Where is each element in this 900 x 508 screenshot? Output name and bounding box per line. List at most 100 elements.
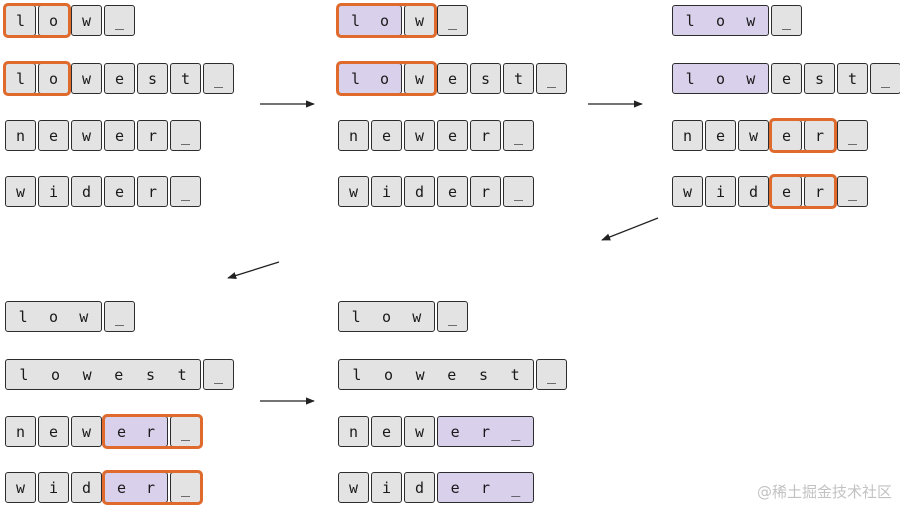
- arrow-step3-to-step4-a: [601, 217, 659, 241]
- arrow-step3-to-step4-b: [227, 261, 280, 280]
- token: _: [503, 176, 534, 207]
- token: s: [470, 63, 501, 94]
- token: n: [5, 120, 36, 151]
- token: _: [203, 63, 234, 94]
- token: e: [38, 416, 69, 447]
- token: n: [338, 120, 369, 151]
- token: d: [71, 472, 102, 503]
- token: _: [170, 120, 201, 151]
- token: w: [5, 472, 36, 503]
- token: d: [738, 176, 769, 207]
- token: i: [705, 176, 736, 207]
- token: e: [371, 120, 402, 151]
- token: _: [771, 5, 802, 36]
- token: i: [38, 176, 69, 207]
- token: w: [404, 120, 435, 151]
- token: n: [5, 416, 36, 447]
- token: s: [137, 63, 168, 94]
- token: _: [837, 120, 868, 151]
- token: w: [338, 472, 369, 503]
- token: _: [437, 301, 468, 332]
- token: w: [738, 120, 769, 151]
- token: _: [170, 416, 201, 447]
- token: e: [771, 176, 802, 207]
- token: _: [870, 63, 900, 94]
- token: r: [470, 120, 501, 151]
- token: _: [104, 301, 135, 332]
- token: n: [672, 120, 703, 151]
- token: t: [170, 63, 201, 94]
- token: w: [71, 416, 102, 447]
- token: w: [404, 416, 435, 447]
- token: _: [536, 63, 567, 94]
- token: n: [338, 416, 369, 447]
- token: e: [104, 63, 135, 94]
- token: r: [137, 176, 168, 207]
- token: d: [71, 176, 102, 207]
- token: w: [71, 63, 102, 94]
- token: _: [437, 5, 468, 36]
- token: e: [104, 120, 135, 151]
- token: o: [38, 63, 69, 94]
- token: _: [170, 176, 201, 207]
- token: e: [771, 63, 802, 94]
- token: e: [437, 120, 468, 151]
- token: _: [536, 359, 567, 390]
- token: e: [38, 120, 69, 151]
- token: i: [371, 472, 402, 503]
- token: w: [672, 176, 703, 207]
- token: _: [837, 176, 868, 207]
- token: d: [404, 176, 435, 207]
- token: t: [503, 63, 534, 94]
- watermark: @稀土掘金技术社区: [756, 483, 892, 501]
- token: _: [104, 5, 135, 36]
- token: s: [804, 63, 835, 94]
- token: w: [5, 176, 36, 207]
- token: t: [837, 63, 868, 94]
- token: _: [203, 359, 234, 390]
- token: w: [71, 5, 102, 36]
- token: e: [771, 120, 802, 151]
- token: r: [470, 176, 501, 207]
- token: w: [71, 120, 102, 151]
- token: r: [137, 120, 168, 151]
- token: e: [437, 176, 468, 207]
- token: i: [371, 176, 402, 207]
- token: i: [38, 472, 69, 503]
- token: e: [437, 63, 468, 94]
- token: e: [104, 176, 135, 207]
- token: w: [338, 176, 369, 207]
- token: e: [705, 120, 736, 151]
- token: d: [404, 472, 435, 503]
- token: _: [503, 120, 534, 151]
- token: e: [371, 416, 402, 447]
